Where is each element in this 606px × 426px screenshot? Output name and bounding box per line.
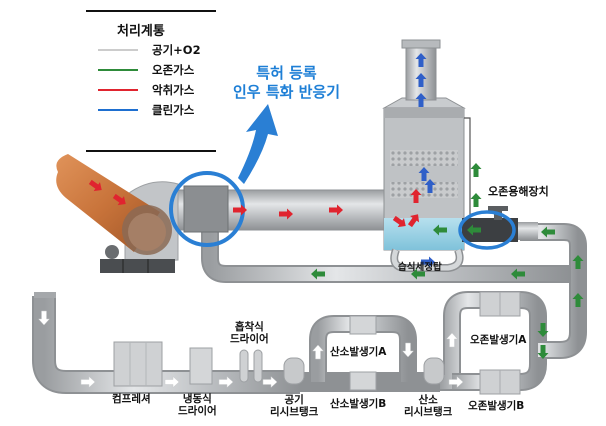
ozone-dissolver	[462, 206, 538, 242]
legend-label: 악취가스	[152, 83, 195, 97]
label-adsorption-dryer: 흡착식 드라이어	[230, 321, 269, 345]
ozone-loop-pipe	[440, 223, 587, 391]
label-line: 산소	[418, 394, 438, 406]
odor-arrow	[392, 215, 406, 228]
label-line: 냉동식	[182, 393, 212, 405]
label-line: 흡착식	[234, 321, 264, 333]
wet-scrubber	[382, 39, 471, 272]
patented-reactor	[183, 185, 229, 233]
adsorption-dryer-unit	[239, 349, 263, 383]
ozone-arrow	[541, 226, 555, 238]
label-line: 공기	[284, 394, 304, 406]
odor-arrow	[279, 208, 293, 220]
legend-swatch	[98, 49, 138, 51]
ozone-return-pipe	[201, 210, 570, 283]
air-arrow	[37, 310, 51, 326]
label-ozone-dissolver: 오존용해장치	[488, 185, 549, 198]
legend-label: 클린가스	[152, 103, 195, 117]
label-oxygen-generator-a: 산소발생기A	[330, 346, 387, 358]
inlet-duct	[56, 154, 172, 255]
label-line: 리시브탱크	[404, 406, 453, 418]
odor-arrow	[407, 214, 420, 228]
ozone-arrow	[511, 268, 525, 280]
label-wet-scrubber: 습식세정탑	[398, 262, 442, 273]
label-air-receiver: 공기 리시브탱크	[270, 394, 318, 418]
odor-arrow	[88, 179, 102, 192]
clean-arrow	[421, 256, 435, 268]
label-oxygen-receiver: 산소 리시브탱크	[404, 394, 452, 418]
ozone-arrow	[433, 224, 447, 236]
label-line: 드라이어	[178, 405, 217, 417]
air-arrow	[262, 375, 278, 389]
flow-arrows	[37, 53, 584, 389]
air-arrow	[80, 375, 96, 389]
ozone-arrow	[572, 255, 584, 269]
legend-item-air: 공기+O2	[98, 43, 201, 57]
legend-item-ozone: 오존가스	[98, 63, 194, 77]
clean-arrow	[415, 53, 427, 67]
legend-swatch	[98, 69, 138, 71]
ozone-arrow	[537, 345, 549, 359]
ozone-arrow	[470, 193, 482, 207]
air-arrow	[164, 375, 180, 389]
ozone-arrow	[470, 163, 482, 177]
legend-bottom-rule	[86, 150, 216, 152]
label-refrigerated-dryer: 냉동식 드라이어	[178, 393, 217, 417]
ozone-arrow	[411, 268, 425, 280]
legend-rule	[86, 10, 216, 12]
label-ozone-generator-b: 오존발생기B	[468, 400, 525, 412]
label-compressor: 컴프레셔	[112, 393, 151, 405]
ozone-arrow	[572, 293, 584, 307]
refrigerated-dryer-unit	[189, 347, 213, 385]
dissolver-highlight-ring	[458, 210, 516, 250]
air-supply-pipe	[32, 292, 300, 394]
legend-label: 공기+O2	[152, 43, 201, 57]
ozone-arrow	[467, 224, 481, 236]
ozone-generator-b-unit	[479, 369, 521, 395]
label-line: 드라이어	[230, 333, 269, 345]
oxygen-receiver-tank	[423, 357, 445, 385]
ozone-generator-a-unit	[479, 291, 521, 317]
legend-item-odor: 악취가스	[98, 83, 194, 97]
callout-line-2: 인우 특화 반응기	[233, 83, 341, 101]
patent-callout: 특허 등록 인우 특화 반응기	[233, 64, 340, 102]
clean-arrow	[418, 167, 430, 181]
air-arrow	[401, 342, 415, 358]
clean-arrow	[424, 179, 436, 193]
air-arrow	[445, 332, 459, 348]
legend-item-clean: 클린가스	[98, 103, 194, 117]
label-ozone-generator-a: 오존발생기A	[470, 334, 527, 346]
ozone-arrow	[537, 323, 549, 337]
legend-swatch	[98, 109, 138, 111]
callout-arrow	[238, 104, 278, 184]
ozone-arrow	[311, 268, 325, 280]
legend-label: 오존가스	[152, 63, 195, 77]
odor-arrow	[410, 189, 422, 203]
odor-arrow	[112, 193, 126, 206]
air-arrow	[448, 375, 464, 389]
legend-swatch	[98, 89, 138, 91]
callout-line-1: 특허 등록	[256, 64, 317, 82]
label-line: 리시브탱크	[270, 406, 319, 418]
oxygen-generator-b-unit	[349, 371, 377, 391]
clean-arrow	[415, 93, 427, 107]
oxygen-generator-a-unit	[349, 315, 377, 335]
odor-arrow	[233, 204, 247, 216]
air-arrow	[311, 344, 325, 360]
compressor-unit	[113, 341, 163, 387]
clean-arrow	[415, 73, 427, 87]
legend-title: 처리계통	[117, 24, 165, 39]
label-oxygen-generator-b: 산소발생기B	[330, 398, 387, 410]
air-receiver-tank	[283, 357, 305, 385]
air-arrow	[218, 375, 234, 389]
odor-arrow	[329, 204, 343, 216]
